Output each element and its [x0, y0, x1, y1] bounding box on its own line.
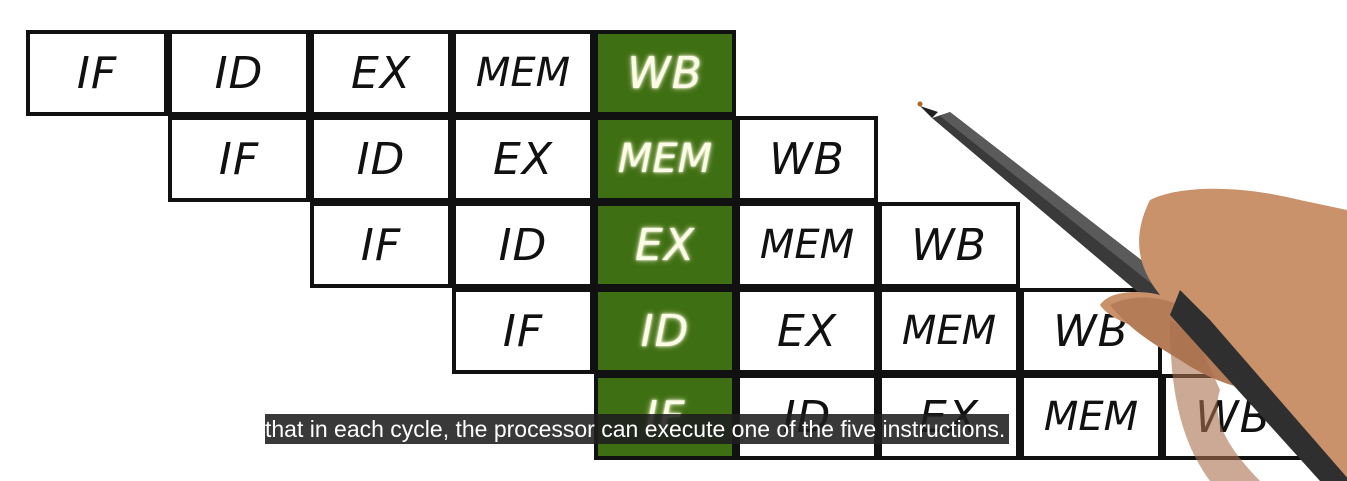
- stage-cell-ex-instr4: EX: [736, 288, 878, 374]
- stage-cell-wb-instr1: WB: [594, 30, 736, 116]
- stage-cell-id-instr1: ID: [168, 30, 310, 116]
- stage-cell-ex-instr2: EX: [452, 116, 594, 202]
- stage-cell-mem-instr1: MEM: [452, 30, 594, 116]
- stage-cell-ex-instr1: EX: [310, 30, 452, 116]
- stage-cell-id-instr4: ID: [594, 288, 736, 374]
- stage-cell-mem-instr4: MEM: [878, 288, 1020, 374]
- stage-cell-if-instr3: IF: [310, 202, 452, 288]
- stage-cell-mem-instr5: MEM: [1020, 374, 1162, 460]
- stage-cell-id-instr2: ID: [310, 116, 452, 202]
- stage-cell-if-instr2: IF: [168, 116, 310, 202]
- stage-cell-wb-instr2: WB: [736, 116, 878, 202]
- stage-cell-mem-instr3: MEM: [736, 202, 878, 288]
- stage-cell-id-instr3: ID: [452, 202, 594, 288]
- stage-cell-if-instr4: IF: [452, 288, 594, 374]
- stage-cell-ex-instr3: EX: [594, 202, 736, 288]
- stage-cell-mem-instr2: MEM: [594, 116, 736, 202]
- stage-cell-if-instr1: IF: [26, 30, 168, 116]
- video-subtitle: that in each cycle, the processor can ex…: [265, 414, 1010, 444]
- stage-cell-wb-instr3: WB: [878, 202, 1020, 288]
- hand-holding-pen-illustration: [917, 101, 1347, 481]
